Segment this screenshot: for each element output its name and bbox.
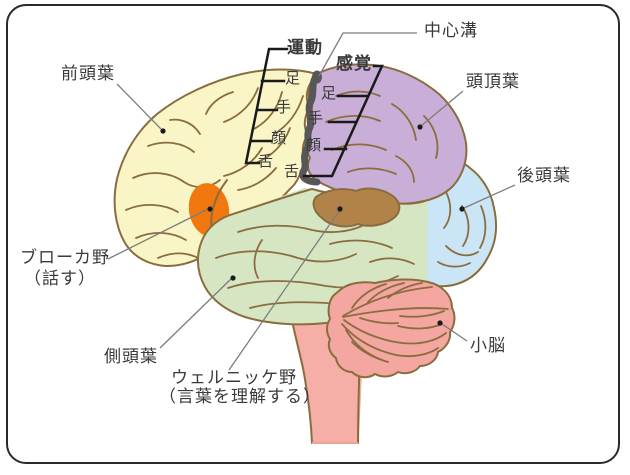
label-temporal-lobe: 側頭葉 [104, 347, 158, 367]
label-central-sulcus: 中心溝 [424, 21, 478, 41]
cerebellum-leader [441, 323, 468, 342]
label-frontal-lobe: 前頭葉 [61, 64, 115, 84]
label-wernicke-desc: （言葉を理解する） [159, 387, 321, 407]
label-motor: 運動 [287, 38, 323, 58]
label-motor-face: 顔 [271, 129, 287, 147]
label-broca-desc: （話す） [24, 269, 96, 289]
wernicke-dot [337, 206, 343, 212]
frontal-dot [160, 128, 166, 134]
label-motor-hand: 手 [276, 98, 292, 116]
occipital-dot [459, 206, 465, 212]
label-parietal-lobe: 頭頂葉 [466, 72, 520, 92]
wernicke-leader [228, 210, 340, 371]
figure-border [6, 4, 620, 464]
parietal-leader [420, 90, 464, 127]
parietal-lobe [305, 63, 468, 205]
cerebellum-dot [437, 320, 443, 326]
motor-bracket-line [244, 47, 289, 165]
cerebellum-folia [341, 282, 449, 363]
label-wernicke-name: ウェルニッケ野 [171, 368, 297, 388]
sensory-bracket [302, 64, 384, 178]
label-sensory-tongue: 舌 [284, 162, 300, 180]
cerebellum [326, 278, 456, 379]
central-sulcus-line [299, 71, 321, 186]
wernicke-area-shape [312, 187, 401, 228]
frontal-leader [116, 83, 162, 130]
leader-lines [107, 32, 516, 371]
temporal-dot [230, 275, 236, 281]
occipital-leader [463, 184, 516, 209]
label-motor-tongue: 舌 [258, 152, 274, 170]
label-motor-foot: 足 [285, 69, 301, 87]
motor-bracket [244, 47, 289, 165]
label-broca-name: ブローカ野 [20, 248, 110, 268]
central-sulcus-top-blob [312, 70, 322, 84]
label-sensory-foot: 足 [321, 84, 337, 102]
label-sensory: 感覚 [336, 54, 372, 74]
frontal-gyri [125, 87, 304, 259]
cerebellum-shape [326, 278, 456, 379]
central-sulcus [299, 70, 322, 186]
broca-dot [207, 206, 213, 212]
label-sensory-face: 顔 [306, 136, 322, 154]
label-cerebellum: 小脳 [470, 336, 506, 356]
label-sensory-hand: 手 [308, 109, 324, 127]
parietal-dot [417, 124, 423, 130]
label-occipital-lobe: 後頭葉 [517, 166, 571, 186]
temporal-leader [159, 277, 233, 349]
central-sulcus-leader [318, 32, 417, 77]
broca-leader [107, 208, 209, 260]
occipital-outline [427, 159, 497, 288]
